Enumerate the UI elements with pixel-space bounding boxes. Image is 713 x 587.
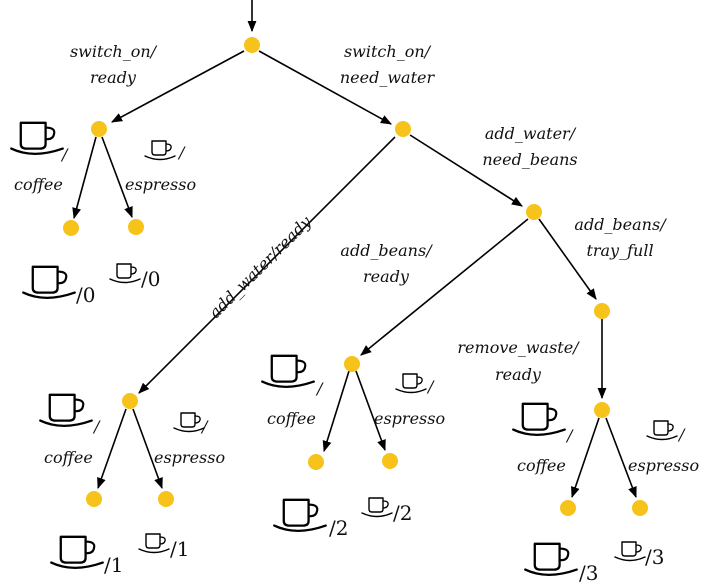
edge-add-beans-tray-full bbox=[538, 218, 597, 300]
espresso-cup-icon bbox=[138, 533, 170, 554]
edge-espresso-3 bbox=[605, 417, 637, 499]
edge-label: espresso bbox=[154, 448, 225, 467]
edge-coffee-1 bbox=[97, 408, 127, 490]
output-count-0: /0 /0 bbox=[22, 263, 160, 307]
state-node-coffee-0 bbox=[63, 220, 79, 236]
edge-label: / bbox=[60, 145, 69, 164]
edge-label: / bbox=[565, 426, 574, 445]
coffee-count: /1 bbox=[104, 553, 123, 577]
edge-label: need_beans bbox=[482, 150, 577, 169]
edge-coffee-0 bbox=[72, 136, 97, 220]
edge-label: coffee bbox=[267, 409, 316, 428]
edge-add-water-need-beans bbox=[409, 134, 523, 207]
coffee-cup-icon bbox=[524, 542, 578, 577]
state-node-root bbox=[244, 37, 260, 53]
state-node-tray-full bbox=[594, 303, 610, 319]
edge-label: espresso bbox=[628, 456, 699, 475]
output-count-1: /1 /1 bbox=[50, 533, 189, 577]
edge-label: espresso bbox=[374, 409, 445, 428]
edge-coffee-3 bbox=[571, 417, 600, 499]
espresso-cup-icon bbox=[173, 412, 205, 433]
edges bbox=[72, 50, 637, 499]
edge-label: / bbox=[177, 143, 186, 162]
state-node-espresso-3 bbox=[632, 500, 648, 516]
espresso-cup-icon bbox=[144, 140, 176, 161]
espresso-count: /3 bbox=[645, 545, 664, 569]
state-nodes bbox=[63, 37, 648, 516]
edge-label: need_water bbox=[340, 68, 436, 87]
edge-label: ready bbox=[495, 365, 542, 384]
edge-switch-on-need-water bbox=[258, 50, 392, 125]
coffee-cup-icon bbox=[273, 498, 327, 533]
espresso-count: /2 bbox=[393, 501, 412, 525]
edge-label: / bbox=[315, 379, 324, 398]
edge-label: coffee bbox=[14, 175, 63, 194]
edge-label: ready bbox=[90, 68, 137, 87]
espresso-cup-icon bbox=[614, 541, 646, 562]
edge-label: add_water/ bbox=[485, 124, 577, 143]
coffee-cup-icon bbox=[50, 535, 104, 570]
state-node-need-water bbox=[395, 121, 411, 137]
edge-label: espresso bbox=[125, 175, 196, 194]
edge-coffee-2 bbox=[322, 370, 350, 453]
coffee-cup-icon bbox=[512, 402, 566, 437]
state-node-espresso-0 bbox=[128, 219, 144, 235]
coffee-count: /3 bbox=[579, 561, 598, 585]
edge-switch-on-ready bbox=[111, 50, 245, 123]
edge-label: / bbox=[200, 417, 209, 436]
espresso-cup-icon bbox=[395, 373, 427, 394]
state-node-ready-3 bbox=[594, 402, 610, 418]
espresso-count: /1 bbox=[170, 537, 189, 561]
edge-label: coffee bbox=[517, 456, 566, 475]
espresso-cup-icon bbox=[646, 420, 678, 441]
coffee-cup-icon bbox=[10, 121, 64, 156]
edge-label: / bbox=[92, 417, 101, 436]
coffee-cup-icon bbox=[22, 265, 76, 300]
state-node-need-beans bbox=[526, 204, 542, 220]
coffee-count: /0 bbox=[76, 283, 95, 307]
edge-label: add_beans/ bbox=[574, 215, 667, 234]
espresso-count: /0 bbox=[141, 267, 160, 291]
edge-label: coffee bbox=[44, 448, 93, 467]
edge-label: / bbox=[677, 425, 686, 444]
edge-label: tray_full bbox=[586, 241, 653, 260]
state-node-coffee-2 bbox=[308, 454, 324, 470]
edge-espresso-2 bbox=[355, 370, 386, 452]
transition-cups bbox=[10, 121, 678, 441]
coffee-cup-icon bbox=[261, 354, 315, 389]
edge-label: add_beans/ bbox=[340, 241, 433, 260]
edge-label: switch_on/ bbox=[344, 42, 432, 61]
state-node-espresso-2 bbox=[382, 453, 398, 469]
edge-add-water-ready bbox=[138, 136, 396, 394]
edge-add-beans-ready bbox=[360, 218, 529, 356]
state-node-ready bbox=[91, 121, 107, 137]
edge-espresso-1 bbox=[132, 408, 163, 490]
coffee-cup-icon bbox=[39, 393, 93, 428]
edge-label: ready bbox=[363, 267, 410, 286]
state-node-espresso-1 bbox=[158, 491, 174, 507]
edge-label: / bbox=[426, 377, 435, 396]
edge-espresso-0 bbox=[101, 136, 133, 219]
output-count-3: /3 /3 bbox=[524, 541, 664, 585]
coffee-count: /2 bbox=[329, 516, 348, 540]
state-node-coffee-3 bbox=[560, 500, 576, 516]
state-node-ready-2 bbox=[344, 356, 360, 372]
espresso-cup-icon bbox=[109, 263, 141, 284]
output-count-2: /2 /2 bbox=[273, 497, 412, 540]
espresso-cup-icon bbox=[361, 497, 393, 518]
edge-label: add_water/ready bbox=[205, 212, 315, 322]
edge-label: switch_on/ bbox=[70, 42, 158, 61]
edge-label: remove_waste/ bbox=[457, 338, 580, 357]
state-node-coffee-1 bbox=[86, 491, 102, 507]
state-node-ready-1 bbox=[122, 393, 138, 409]
